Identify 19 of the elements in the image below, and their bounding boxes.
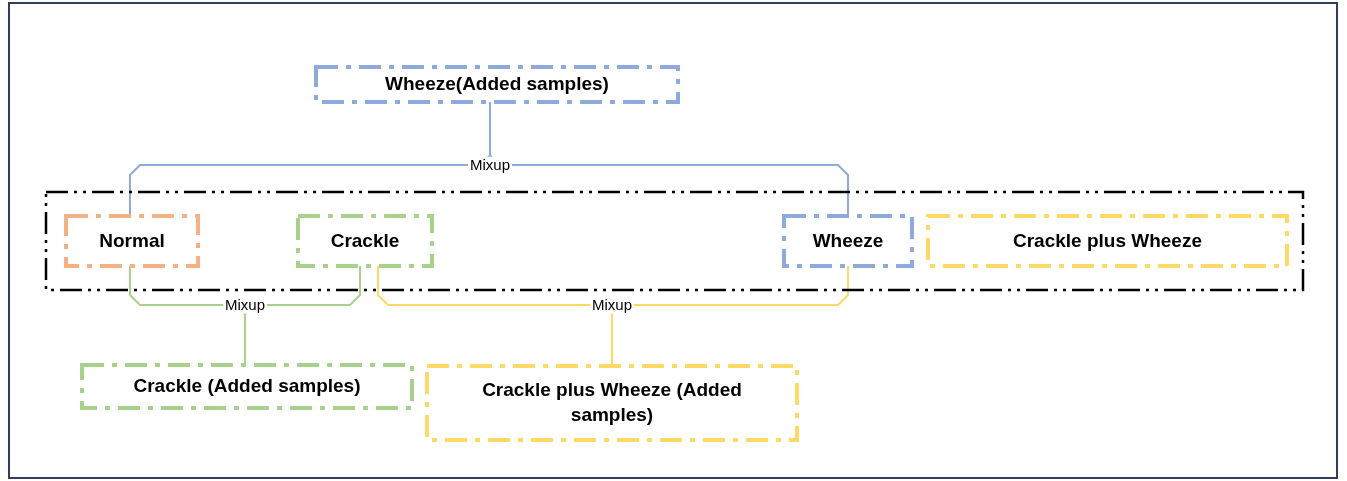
box-label: Crackle plus Wheeze [1013, 228, 1202, 253]
dashed-box [928, 216, 1287, 266]
dashed-box [784, 216, 912, 266]
dashed-box [316, 67, 678, 102]
edge-label: Mixup [223, 296, 267, 314]
box-label: Crackle [330, 228, 400, 253]
edge-label: Mixup [468, 156, 512, 174]
dashed-box [427, 366, 797, 440]
box-label: Wheeze [812, 228, 884, 253]
dashed-box [298, 216, 432, 266]
box-label: Crackle plus Wheeze (Added samples) [481, 378, 743, 427]
dashed-box [66, 216, 198, 266]
box-label: Normal [99, 228, 165, 253]
box-label: Wheeze(Added samples) [385, 72, 609, 97]
brace-connector [244, 265, 361, 366]
dashed-box [82, 365, 412, 408]
group-frame [46, 192, 1303, 290]
edge-label: Mixup [590, 296, 634, 314]
box-label: Crackle (Added samples) [133, 374, 361, 399]
